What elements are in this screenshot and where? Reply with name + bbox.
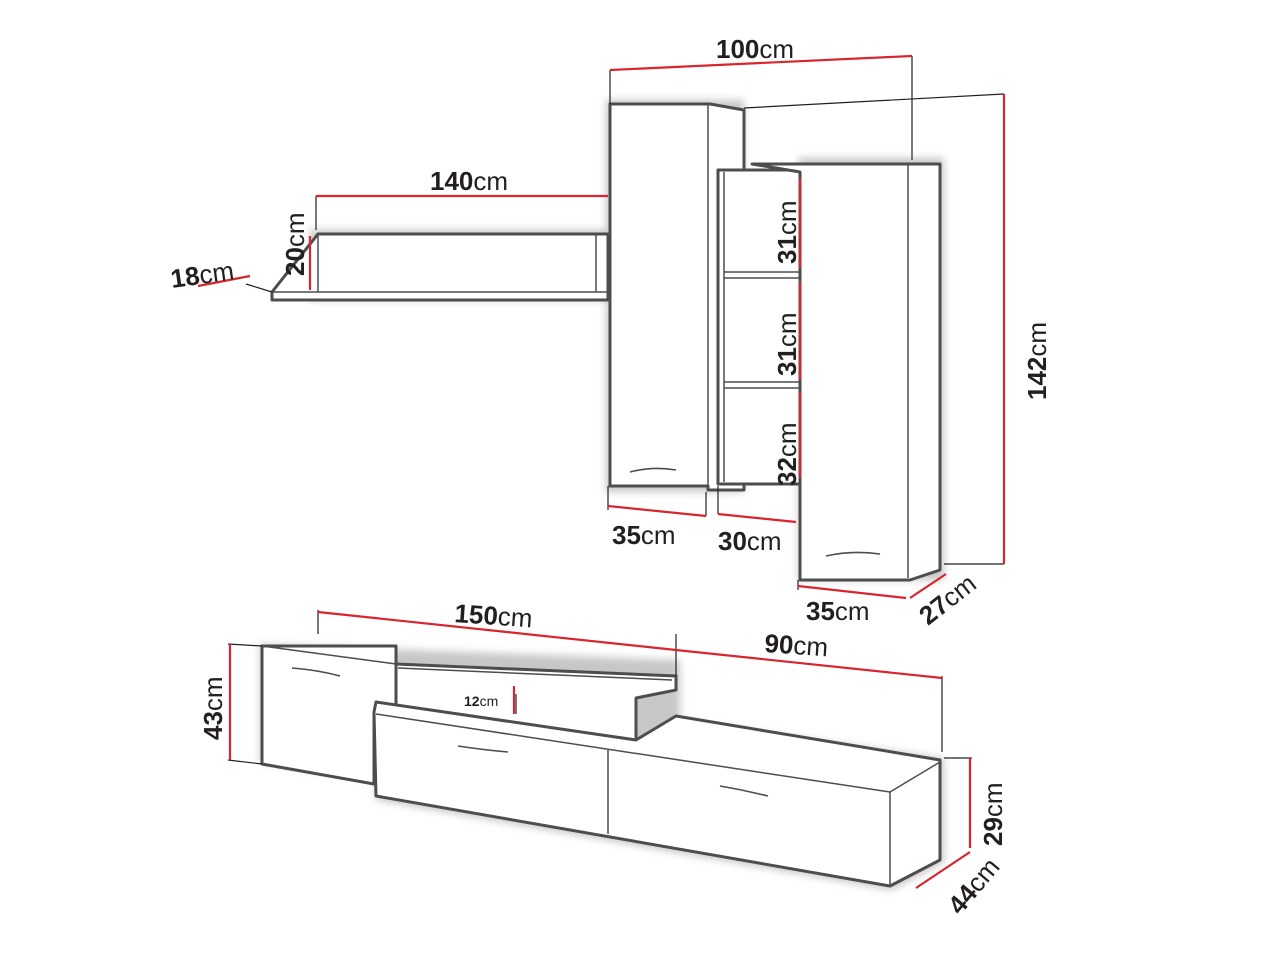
label-100: 100cm (716, 34, 794, 64)
label-140: 140cm (430, 166, 508, 196)
label-32: 32cm (772, 422, 802, 486)
dim-line-100 (609, 54, 913, 72)
tv-stand-left-handle (291, 667, 341, 677)
label-18: 18cm (169, 255, 236, 294)
dimension-lines (197, 54, 1006, 889)
tall-cabinet-right-handle (825, 551, 881, 557)
label-20: 20cm (280, 212, 310, 276)
dim-line-35b (797, 584, 907, 600)
niche-back-edge (397, 667, 673, 681)
label-43: 43cm (198, 676, 228, 740)
dimension-labels: 100cm 140cm 20cm 18cm 31cm 31cm 32cm 142… (169, 34, 1052, 920)
wall-unit (270, 100, 944, 582)
label-35a: 35cm (612, 520, 676, 550)
tv-stand-base (372, 700, 942, 888)
base-drawer-right-handle (719, 785, 769, 797)
label-31a: 31cm (772, 200, 802, 264)
dim-line-18 (197, 274, 251, 288)
tv-stand (260, 644, 944, 890)
dim-line-150 (317, 610, 677, 652)
label-44: 44cm (942, 852, 1006, 920)
dim-line-44 (915, 851, 971, 889)
tall-cabinet-left (608, 102, 746, 492)
dim-line-35a (607, 504, 707, 518)
tall-cabinet-left-handle (629, 467, 677, 473)
base-top-front-edge (375, 713, 891, 793)
label-31b: 31cm (772, 312, 802, 376)
floating-shelf (270, 232, 610, 302)
label-90: 90cm (764, 628, 830, 662)
label-142: 142cm (1022, 322, 1052, 400)
base-top-right-edge (889, 761, 941, 793)
dim-line-90 (675, 648, 943, 680)
dim-line-27 (909, 573, 947, 599)
dim-line-30 (717, 512, 797, 524)
tv-stand-left-top-edge (261, 645, 397, 665)
label-29: 29cm (978, 782, 1008, 846)
label-30: 30cm (718, 526, 782, 556)
label-35b: 35cm (806, 596, 870, 626)
base-drawer-left-handle (457, 745, 509, 753)
label-150: 150cm (454, 598, 534, 633)
label-12: 12cm (464, 693, 498, 709)
